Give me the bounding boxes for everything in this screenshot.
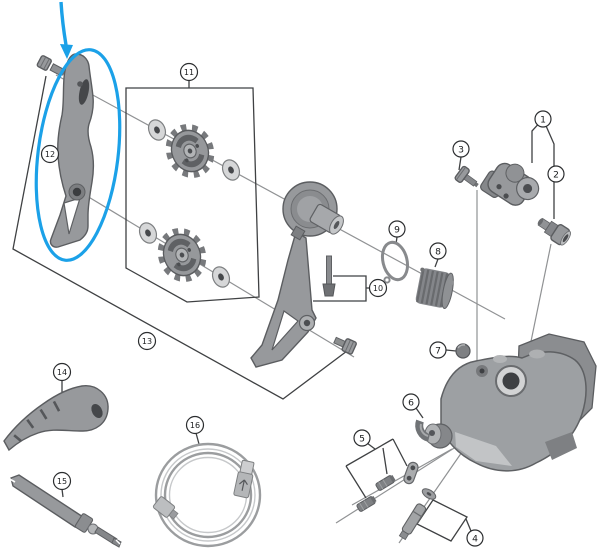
part-1-bracket-axle-unit	[480, 162, 540, 206]
callout-4-label: 4	[472, 533, 478, 544]
part-16-charging-cable	[152, 442, 262, 548]
washer	[208, 263, 234, 291]
inner-plate	[250, 181, 344, 368]
part-15-tool	[7, 474, 122, 548]
callout-15: 15	[52, 471, 72, 491]
callout-9: 9	[388, 220, 406, 238]
callout-5: 5	[353, 429, 371, 447]
part-8-spring	[415, 267, 454, 310]
callout-13-label: 13	[142, 337, 152, 346]
group-bracket-10	[313, 275, 367, 302]
washer	[135, 219, 161, 247]
callout-5-label: 5	[359, 433, 365, 444]
cage-hub	[309, 203, 344, 235]
callout-10-label: 10	[373, 284, 383, 293]
cage-bolt-vertical	[322, 255, 336, 297]
callout-9-label: 9	[394, 224, 400, 235]
callout-14-label: 14	[57, 368, 67, 377]
callouts: 1 2 3 4 5 6 7 8	[40, 62, 565, 547]
arrowhead	[60, 44, 73, 59]
callout-14: 14	[52, 362, 72, 382]
group-box-11	[125, 87, 260, 303]
washer	[144, 116, 170, 144]
highlight-arrow	[59, 1, 73, 59]
part-5-adjust-screw-set	[356, 461, 419, 512]
guide-pulley	[162, 121, 218, 181]
part-11-pulley-set	[135, 116, 244, 291]
part-3-adjust-screw	[454, 165, 479, 188]
part-9-snap-ring	[380, 240, 410, 284]
callout-8: 8	[429, 242, 447, 260]
cage-bolt-right	[333, 336, 357, 355]
callout-4: 4	[466, 529, 484, 547]
cage-stopper-screw	[36, 55, 66, 76]
callout-10: 10	[368, 278, 388, 298]
callout-12-label: 12	[45, 150, 55, 159]
washer	[218, 156, 244, 184]
callout-6-label: 6	[408, 397, 414, 408]
callout-6: 6	[402, 393, 420, 411]
cable-connector	[152, 496, 179, 520]
callout-lines	[12, 75, 555, 542]
main-body	[424, 333, 597, 472]
part-2-bracket-bolt	[537, 217, 572, 246]
group-bracket-5	[345, 438, 408, 499]
part-4-bolt-unit	[398, 488, 437, 541]
callout-13: 13	[137, 331, 157, 351]
callout-2: 2	[547, 165, 565, 183]
callout-1: 1	[534, 110, 552, 128]
callout-3: 3	[452, 140, 470, 158]
part-6-cover	[415, 419, 431, 442]
callout-11: 11	[179, 62, 199, 82]
callout-12: 12	[40, 144, 60, 164]
callout-3-label: 3	[458, 144, 464, 155]
tension-pulley	[154, 225, 210, 285]
callout-16: 16	[185, 415, 205, 435]
highlight-ellipse	[34, 48, 122, 262]
part-14-guide-plate	[3, 385, 109, 452]
callout-15-label: 15	[57, 477, 67, 486]
callout-7-label: 7	[435, 345, 441, 356]
part-12-outer-plate	[49, 53, 95, 248]
group-bracket-13	[12, 75, 352, 400]
part-7-cap-nut	[455, 343, 471, 359]
callout-7: 7	[429, 341, 447, 359]
callout-8-label: 8	[435, 246, 441, 257]
callout-2-label: 2	[553, 169, 559, 180]
callout-11-label: 11	[184, 68, 194, 77]
callout-1-label: 1	[540, 114, 546, 125]
usb-plug	[233, 459, 255, 499]
callout-16-label: 16	[190, 421, 200, 430]
